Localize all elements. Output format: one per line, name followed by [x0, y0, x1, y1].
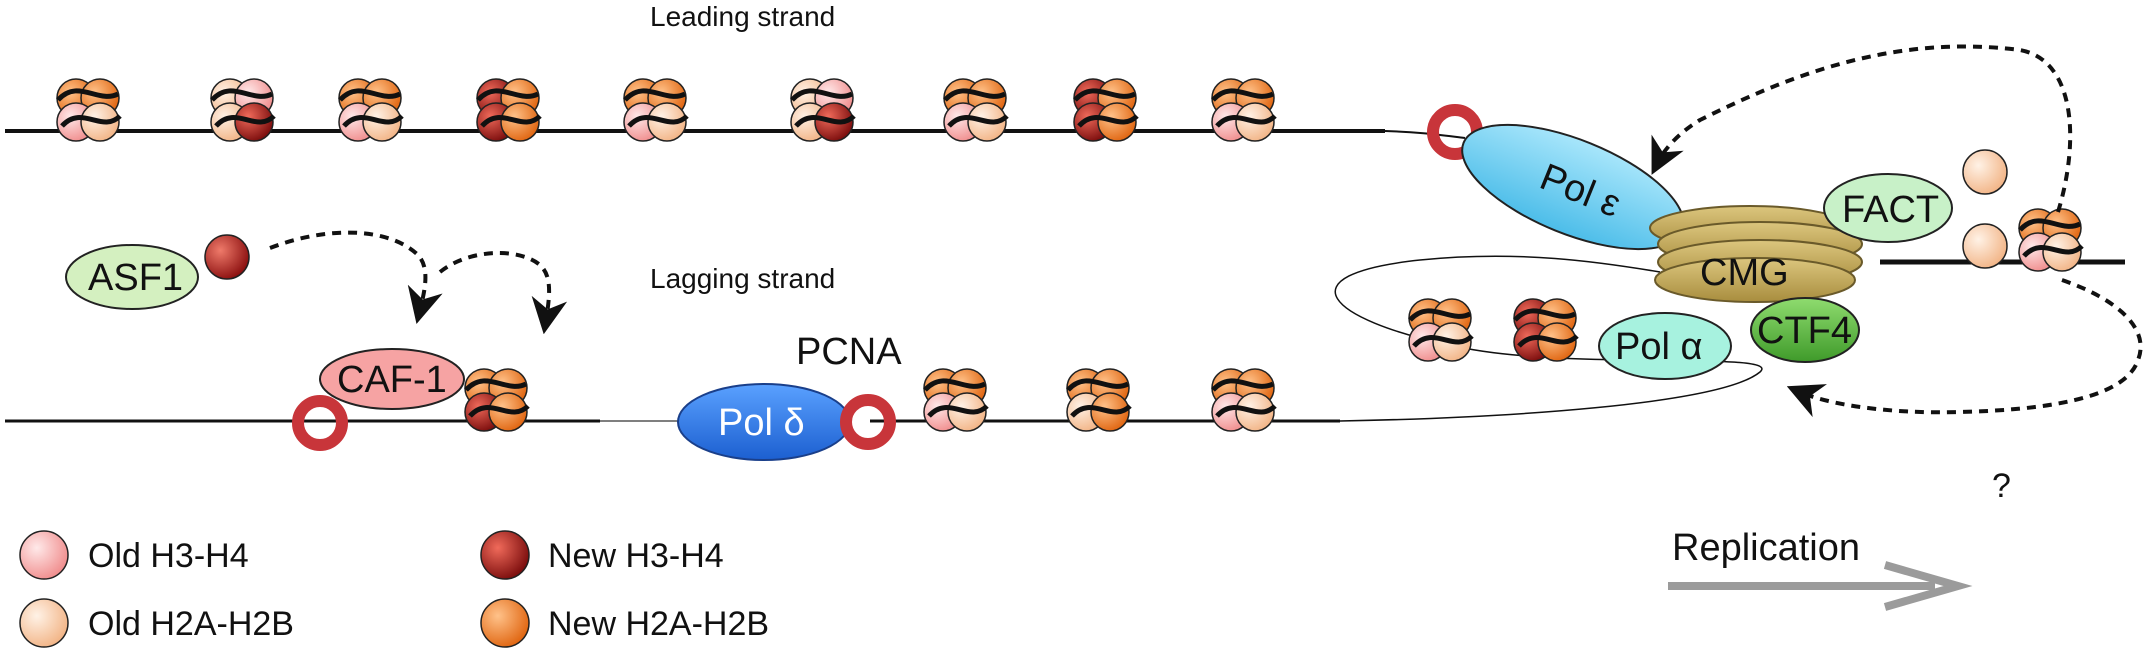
- nucleosome: [790, 78, 856, 142]
- legend-old-h3-h4-swatch: [19, 530, 69, 580]
- nucleosome: [623, 78, 689, 142]
- pcna-ring: [840, 394, 896, 450]
- ctf4: CTF4: [1750, 297, 1860, 363]
- nucleosome: [56, 78, 122, 142]
- leading-strand-label: Leading strand: [650, 1, 835, 32]
- nucleosome: [1513, 298, 1579, 362]
- nucleosome: [1066, 368, 1132, 432]
- fact-label: FACT: [1842, 189, 1939, 231]
- nucleosome: [1211, 78, 1277, 142]
- pol-delta: Pol δ: [677, 383, 851, 461]
- replication-arrow-icon: [1668, 561, 1973, 611]
- asf1-label: ASF1: [88, 257, 183, 299]
- caf1-label: CAF-1: [337, 359, 447, 401]
- nucleosome: [1211, 368, 1277, 432]
- asf1: ASF1: [65, 244, 199, 310]
- question-mark: ?: [1992, 467, 2011, 505]
- nucleosome: [943, 78, 1009, 142]
- nucleosome: [210, 78, 276, 142]
- legend-new-h2a-h2b: New H2A-H2B: [548, 605, 769, 643]
- nucleosome: [923, 368, 989, 432]
- legend-new-h3-h4-swatch: [480, 530, 530, 580]
- arrow-caf1-to-nucleosome: [438, 251, 568, 335]
- nucleosome: [338, 78, 404, 142]
- pol-alpha-label: Pol α: [1615, 326, 1702, 368]
- legend: Old H3-H4 Old H2A-H2B New H3-H4 New H2A-…: [19, 530, 769, 648]
- arrow-parental-to-lagging: [1786, 278, 2143, 418]
- ctf4-label: CTF4: [1757, 310, 1852, 352]
- new-h3-h4-ball: [204, 234, 250, 280]
- cmg-helicase: CMG: [1649, 205, 1863, 303]
- old-h2a-h2b-dimer: [1962, 223, 2008, 269]
- pol-delta-label: Pol δ: [718, 402, 805, 444]
- replication-label: Replication: [1672, 527, 1860, 569]
- nucleosome: [1408, 298, 1474, 362]
- legend-new-h3-h4: New H3-H4: [548, 537, 724, 575]
- nucleosome: [464, 368, 530, 432]
- dashed-arrows: [269, 44, 2143, 418]
- legend-old-h2a-h2b-swatch: [19, 598, 69, 648]
- nucleosome: [1073, 78, 1139, 142]
- pol-epsilon: Pol ε: [1461, 123, 1685, 251]
- arrow-asf1-to-caf1: [269, 230, 443, 324]
- lagging-strand-label: Lagging strand: [650, 263, 835, 294]
- caf1: CAF-1: [319, 348, 465, 410]
- legend-new-h2a-h2b-swatch: [480, 598, 530, 648]
- nucleosome: [476, 78, 542, 142]
- arrow-parental-to-leading: [1651, 44, 2073, 213]
- pcna-label: PCNA: [796, 331, 902, 373]
- pcna-ring-caf1: [292, 395, 348, 451]
- old-h2a-h2b-dimer: [1962, 149, 2008, 195]
- legend-old-h2a-h2b: Old H2A-H2B: [88, 605, 294, 643]
- parental-nucleosome: [2018, 208, 2084, 272]
- legend-old-h3-h4: Old H3-H4: [88, 537, 249, 575]
- fact: FACT: [1823, 173, 1953, 243]
- cmg-label: CMG: [1700, 252, 1789, 294]
- pol-alpha: Pol α: [1598, 312, 1732, 380]
